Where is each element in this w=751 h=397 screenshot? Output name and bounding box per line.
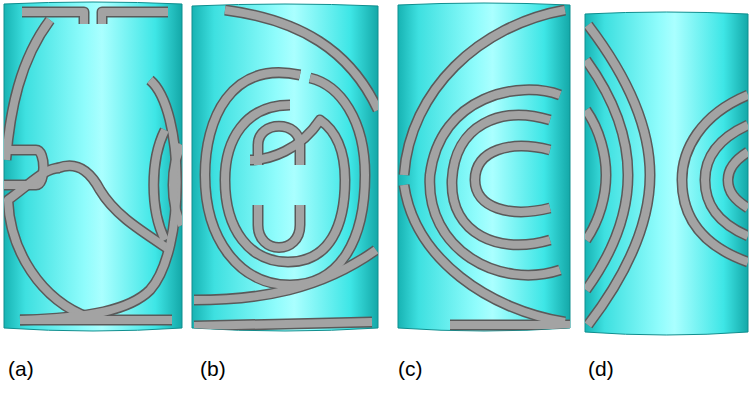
figure-label: (b) xyxy=(200,357,226,380)
cylinder-c xyxy=(398,3,570,331)
figure-label: (d) xyxy=(588,357,614,380)
cylinder-b xyxy=(192,4,378,331)
cylinder-a xyxy=(4,2,182,331)
figure-label: (c) xyxy=(398,357,423,380)
figure-label: (a) xyxy=(8,357,34,380)
cylinder-d xyxy=(585,12,748,335)
